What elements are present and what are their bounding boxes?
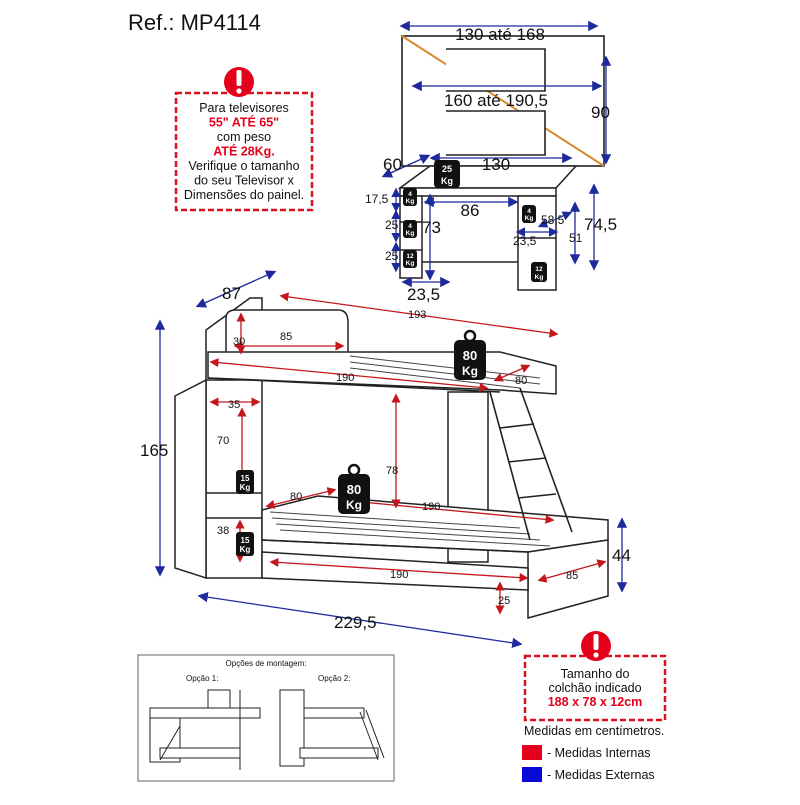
tv-panel [401, 35, 605, 167]
panel-middle-dim: 160 até 190,5 [444, 91, 548, 110]
tv-note-line: do seu Televisor x [194, 174, 295, 188]
mattress-note: Tamanho do colchão indicado 188 x 78 x 1… [523, 631, 667, 722]
bed-h-44-dim: 44 [612, 546, 631, 565]
desk-n2-dim: 25 [385, 218, 399, 232]
assembly-options: Opções de montagem: Opção 1: Opção 2: [137, 654, 395, 782]
bed-lower-80-dim: 80 [290, 491, 302, 503]
tv-note-line: 55" ATÉ 65" [209, 115, 279, 130]
desk-shelf-w2-dim: 23,5 [513, 234, 537, 248]
svg-text:80: 80 [347, 482, 361, 497]
weight-icon-desk-s3: 12 Kg [403, 250, 417, 268]
svg-text:Kg: Kg [346, 498, 362, 512]
desk-h-total-dim: 74,5 [584, 215, 617, 234]
weight-icon-lower-bed: 80 Kg [338, 463, 370, 514]
tv-note-line: Verifique o tamanho [188, 159, 299, 173]
svg-text:Kg: Kg [406, 260, 415, 267]
tv-note-line: Para televisores [199, 101, 289, 115]
bed-inner-85-dim: 85 [280, 331, 292, 343]
svg-text:15: 15 [241, 474, 250, 483]
desk-n1-dim: 17,5 [365, 192, 389, 206]
tv-note-line: ATÉ 28Kg. [213, 144, 275, 159]
svg-text:Tamanho do: Tamanho do [561, 667, 630, 681]
bed-gap-25-dim: 25 [498, 595, 510, 607]
svg-text:Kg: Kg [240, 483, 251, 492]
desk-side-h-dim: 51 [569, 231, 583, 245]
weight-icon-desk-top: 25 Kg [434, 160, 460, 188]
bed-lower-85-dim: 85 [566, 570, 578, 582]
svg-text:25: 25 [442, 164, 452, 174]
weight-icon-shelf-2: 15 Kg [236, 532, 254, 556]
bed-length-top-dim: 193 [408, 309, 426, 321]
svg-text:Kg: Kg [535, 274, 544, 281]
svg-text:Kg: Kg [406, 230, 415, 237]
svg-text:12: 12 [535, 266, 543, 273]
tv-note-line: Dimensões do painel. [184, 188, 304, 202]
svg-text:Kg: Kg [525, 215, 534, 222]
svg-text:Opção 2:: Opção 2: [318, 674, 350, 683]
bed-bottom-190-dim: 190 [390, 569, 408, 581]
bed-inner-30-dim: 30 [233, 336, 245, 348]
bed-height-78-dim: 78 [386, 465, 398, 477]
option-2-thumbnail [279, 689, 385, 767]
bed-shelf-38-dim: 38 [217, 525, 229, 537]
desk-width-dim: 130 [482, 155, 510, 174]
svg-text:Kg: Kg [240, 545, 251, 554]
alert-icon [224, 67, 254, 97]
bed-lower-190-dim: 190 [422, 501, 440, 513]
svg-text:4: 4 [408, 191, 412, 198]
option-1-thumbnail [149, 689, 261, 770]
legend-title: Medidas em centímetros. [524, 724, 664, 738]
alert-icon [581, 631, 611, 661]
bed-height-dim: 165 [140, 441, 168, 460]
tv-note-line: com peso [217, 130, 271, 144]
bed-shelf-70-dim: 70 [217, 435, 229, 447]
bed-shelf-35-dim: 35 [228, 399, 240, 411]
weight-icon-upper-bed: 80 Kg [454, 329, 486, 380]
svg-text:Kg: Kg [441, 176, 453, 186]
panel-top-dim: 130 até 168 [455, 25, 545, 44]
weight-icon-desk-s1: 4 Kg [403, 188, 417, 206]
bed-width-dim: 229,5 [334, 613, 377, 632]
desk-h-inner-dim: 73 [422, 218, 441, 237]
weight-icon-shelf-1: 15 Kg [236, 470, 254, 494]
svg-text:12: 12 [406, 253, 414, 260]
desk-depth-dim: 60 [383, 155, 402, 174]
svg-text:Opções de montagem:: Opções de montagem: [226, 659, 307, 668]
svg-text:4: 4 [408, 223, 412, 230]
ref-title: Ref.: MP4114 [128, 10, 261, 35]
legend-swatch-external [522, 767, 542, 782]
desk-inner-dim: 86 [461, 201, 480, 220]
bed-inner-80-dim: 80 [515, 375, 527, 387]
legend-external: - Medidas Externas [547, 768, 655, 782]
desk-shelf-w-dim: 58,5 [541, 213, 565, 227]
svg-text:Kg: Kg [462, 364, 478, 378]
svg-text:Opção 1:: Opção 1: [186, 674, 218, 683]
weight-icon-desk-s2: 4 Kg [403, 220, 417, 238]
svg-text:80: 80 [463, 348, 477, 363]
legend-swatch-internal [522, 745, 542, 760]
desk-n3-dim: 25 [385, 249, 399, 263]
weight-icon-desk-r2: 12 Kg [531, 262, 547, 282]
desk-bottom-w-dim: 23,5 [407, 285, 440, 304]
bed-depth-dim: 87 [222, 284, 241, 303]
svg-text:4: 4 [527, 208, 531, 215]
legend-internal: - Medidas Internas [547, 746, 651, 760]
svg-text:188 x 78 x 12cm: 188 x 78 x 12cm [548, 695, 643, 709]
weight-icon-desk-r1: 4 Kg [522, 205, 536, 223]
svg-text:Kg: Kg [406, 198, 415, 205]
svg-text:colchão indicado: colchão indicado [548, 681, 641, 695]
legend: Medidas em centímetros. - Medidas Intern… [522, 724, 664, 782]
svg-text:15: 15 [241, 536, 250, 545]
panel-height-dim: 90 [591, 103, 610, 122]
bed-inner-190-dim: 190 [336, 372, 354, 384]
